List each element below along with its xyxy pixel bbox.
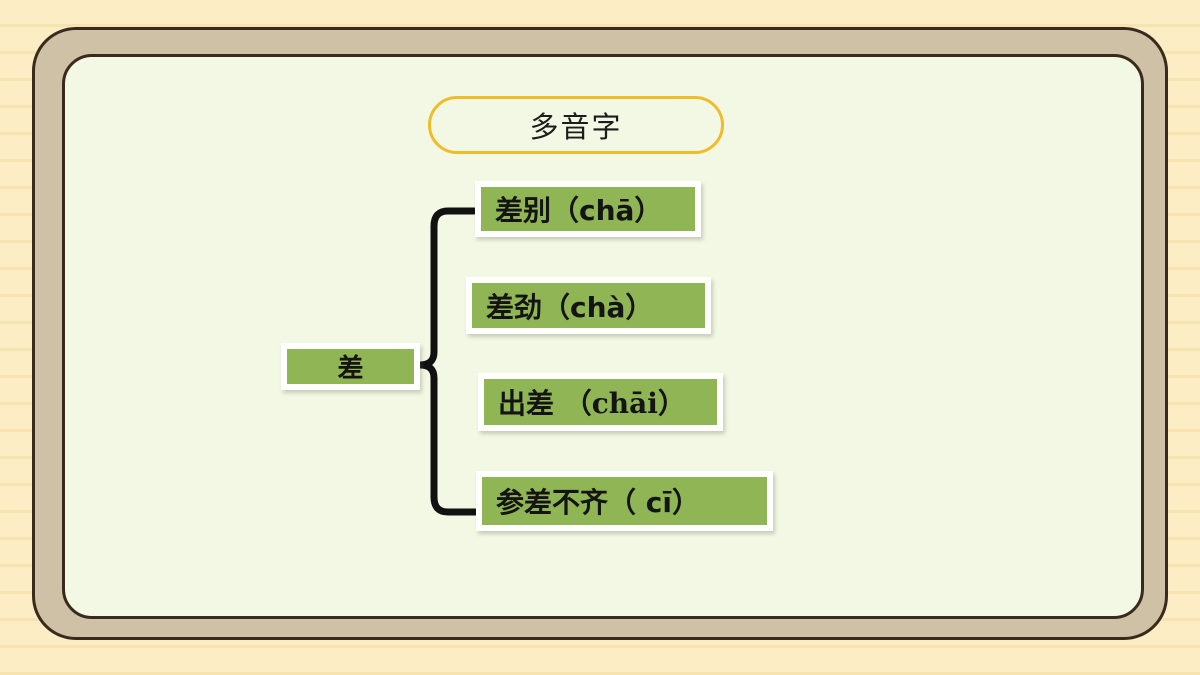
mindmap-child-node-2[interactable]: 差劲（chà） [466, 277, 711, 334]
mindmap-root-label: 差 [337, 354, 364, 384]
title-pill: 多音字 [428, 96, 724, 154]
mindmap-child-label-1: 差别（chā） [495, 194, 663, 227]
mindmap-child-label-4: 参差不齐（ cī） [496, 486, 700, 519]
mindmap-child-label-2: 差劲（chà） [486, 290, 654, 324]
mindmap-child-node-4[interactable]: 参差不齐（ cī） [476, 471, 773, 531]
mindmap-root-node[interactable]: 差 [281, 343, 420, 390]
page-title: 多音字 [529, 110, 623, 144]
mindmap-child-node-3[interactable]: 出差 （chāi） [478, 373, 723, 431]
mindmap-child-node-1[interactable]: 差别（chā） [475, 181, 701, 237]
mindmap-child-label-3: 出差 （chāi） [498, 387, 686, 420]
